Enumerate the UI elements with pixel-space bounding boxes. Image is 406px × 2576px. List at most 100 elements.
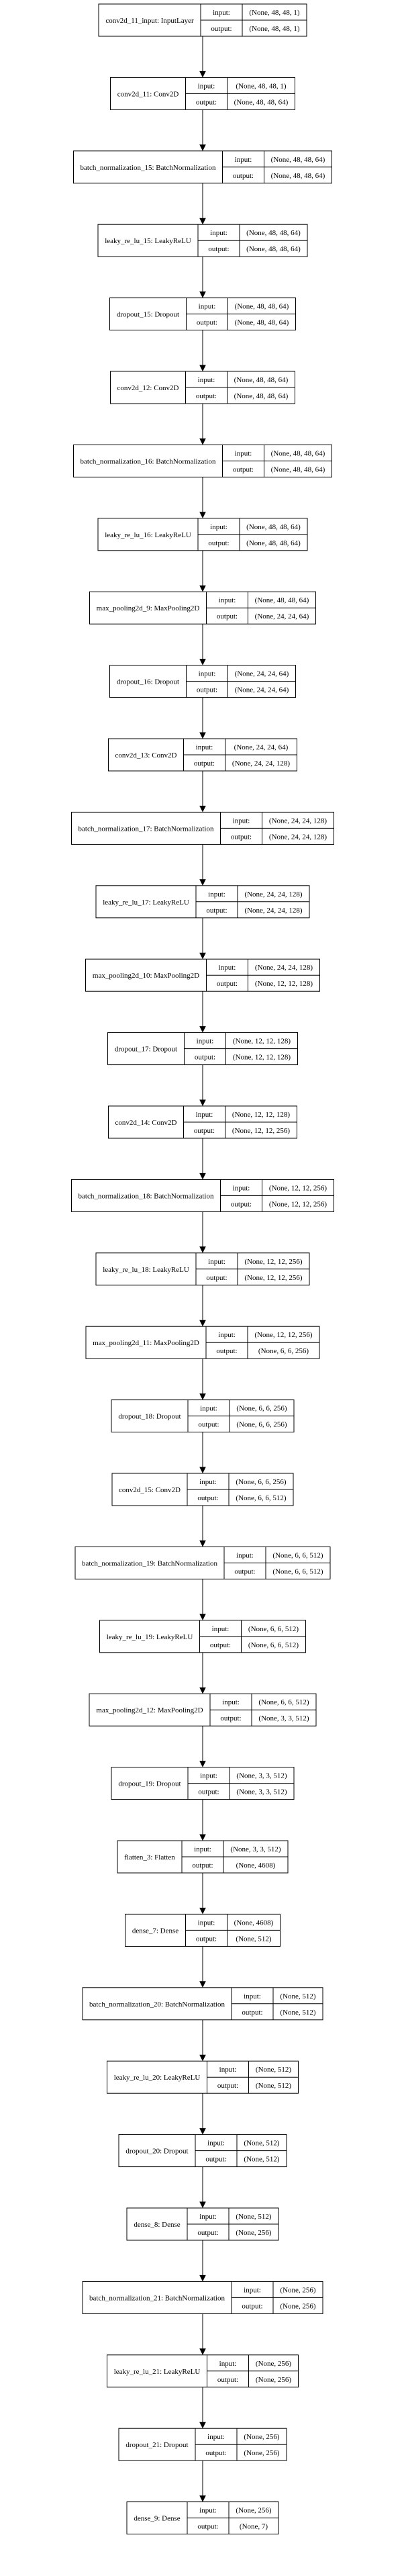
output-shape: (None, 48, 48, 64) (246, 539, 301, 547)
layer-node: batch_normalization_18: BatchNormalizati… (71, 1179, 334, 1212)
input-label: input: (197, 1038, 214, 1046)
edge-arrowhead (199, 1393, 206, 1400)
layer-name: batch_normalization_19: BatchNormalizati… (82, 1559, 217, 1567)
input-shape: (None, 48, 48, 64) (271, 156, 325, 164)
layer-name: leaky_re_lu_19: LeakyReLU (107, 1633, 193, 1641)
input-label: input: (208, 1258, 225, 1266)
input-label: input: (199, 2213, 217, 2221)
layer-box (71, 811, 334, 845)
edge-arrowhead (199, 512, 206, 518)
input-shape: (None, 12, 12, 128) (232, 1111, 290, 1119)
input-label: input: (213, 9, 230, 17)
input-shape: (None, 512) (236, 2213, 271, 2221)
output-label: output: (196, 1935, 217, 1943)
edge-arrowhead (199, 2201, 206, 2209)
output-label: output: (197, 2523, 218, 2531)
output-shape: (None, 6, 6, 512) (248, 1641, 299, 1649)
output-label: output: (206, 1274, 227, 1282)
edge-arrowhead (199, 291, 206, 298)
layer-node: batch_normalization_17: BatchNormalizati… (71, 811, 334, 845)
output-shape: (None, 48, 48, 64) (246, 245, 301, 253)
output-label: output: (242, 2009, 262, 2017)
input-label: input: (219, 964, 236, 972)
layer-node: batch_normalization_21: BatchNormalizati… (82, 2281, 323, 2314)
edge-arrowhead (199, 2495, 206, 2502)
edge-arrowhead (199, 1540, 206, 1547)
layer-node: leaky_re_lu_16: LeakyReLUinput:output:(N… (97, 518, 308, 551)
output-shape: (None, 48, 48, 64) (271, 172, 325, 180)
output-label: output: (210, 1641, 231, 1649)
output-shape: (None, 6, 6, 256) (236, 1421, 287, 1429)
edge-arrowhead (199, 879, 206, 886)
edge-arrowhead (199, 2128, 206, 2135)
layer-node: leaky_re_lu_19: LeakyReLUinput:output:(N… (99, 1620, 306, 1653)
input-shape: (None, 12, 12, 256) (254, 1331, 312, 1339)
layer-name: dense_7: Dense (132, 1927, 179, 1935)
edge-arrowhead (199, 1834, 206, 1841)
output-shape: (None, 24, 24, 128) (232, 760, 290, 768)
edge-arrowhead (199, 438, 206, 445)
edge-arrowhead (199, 1907, 206, 1915)
layer-node: batch_normalization_16: BatchNormalizati… (73, 444, 332, 477)
input-shape: (None, 512) (280, 1992, 315, 2000)
layer-name: max_pooling2d_12: MaxPooling2D (96, 1706, 203, 1714)
input-shape: (None, 48, 48, 1) (236, 82, 286, 90)
input-label: input: (235, 449, 252, 457)
input-shape: (None, 3, 3, 512) (230, 1845, 281, 1853)
edge-arrowhead (199, 1099, 206, 1107)
input-label: input: (199, 303, 216, 311)
input-shape: (None, 256) (244, 2433, 279, 2441)
input-shape: (None, 24, 24, 64) (234, 743, 289, 751)
layer-node: leaky_re_lu_21: LeakyReLUinput:output:(N… (107, 2354, 299, 2388)
input-label: input: (200, 1405, 217, 1413)
output-shape: (None, 256) (280, 2302, 315, 2310)
output-label: output: (198, 1788, 219, 1796)
layer-node: max_pooling2d_11: MaxPooling2Dinput:outp… (85, 1326, 320, 1359)
layer-name: max_pooling2d_9: MaxPooling2D (97, 604, 200, 612)
layer-name: dropout_21: Dropout (125, 2441, 188, 2449)
output-label: output: (205, 2156, 226, 2164)
input-label: input: (194, 1845, 211, 1853)
layers: conv2d_11_input: InputLayer input: output:… (71, 3, 334, 2535)
input-label: input: (244, 2286, 261, 2294)
input-shape: (None, 12, 12, 128) (233, 1038, 291, 1046)
layer-name: batch_normalization_17: BatchNormalizati… (79, 825, 214, 833)
input-label: input: (196, 743, 213, 751)
input-shape: (None, 512) (244, 2140, 279, 2148)
output-label: output: (197, 1494, 218, 1502)
input-label: input: (199, 2507, 217, 2515)
layer-name: batch_normalization_20: BatchNormalizati… (89, 2000, 225, 2009)
output-shape: (None, 6, 6, 512) (272, 1567, 323, 1575)
layer-name: conv2d_11_input: InputLayer (105, 17, 194, 25)
layer-name: dropout_17: Dropout (115, 1046, 177, 1054)
output-label: output: (206, 907, 227, 915)
output-label: output: (208, 539, 229, 547)
edge-arrowhead (199, 218, 206, 225)
output-shape: (None, 512) (256, 2082, 291, 2090)
output-shape: (None, 6, 6, 256) (258, 1347, 309, 1355)
output-label: output: (216, 1347, 237, 1355)
input-shape: (None, 24, 24, 64) (235, 670, 289, 678)
output-label: output: (217, 612, 238, 620)
output-shape: (None, 48, 48, 64) (234, 98, 289, 106)
output-label: output: (192, 1861, 213, 1870)
input-shape: (None, 256) (256, 2360, 291, 2368)
output-label: output: (195, 1054, 215, 1062)
output-shape: (None, 6, 6, 512) (236, 1494, 286, 1502)
input-shape: (None, 24, 24, 128) (255, 964, 313, 972)
input-label: input: (198, 82, 215, 90)
output-label: output: (194, 760, 215, 768)
edge-arrowhead (199, 2274, 206, 2282)
layer-name: max_pooling2d_11: MaxPooling2D (93, 1339, 199, 1347)
layer-name: batch_normalization_18: BatchNormalizati… (79, 1192, 214, 1200)
input-shape: (None, 256) (236, 2507, 271, 2515)
input-shape: (None, 3, 3, 512) (236, 1772, 287, 1780)
edge-arrowhead (199, 805, 206, 813)
